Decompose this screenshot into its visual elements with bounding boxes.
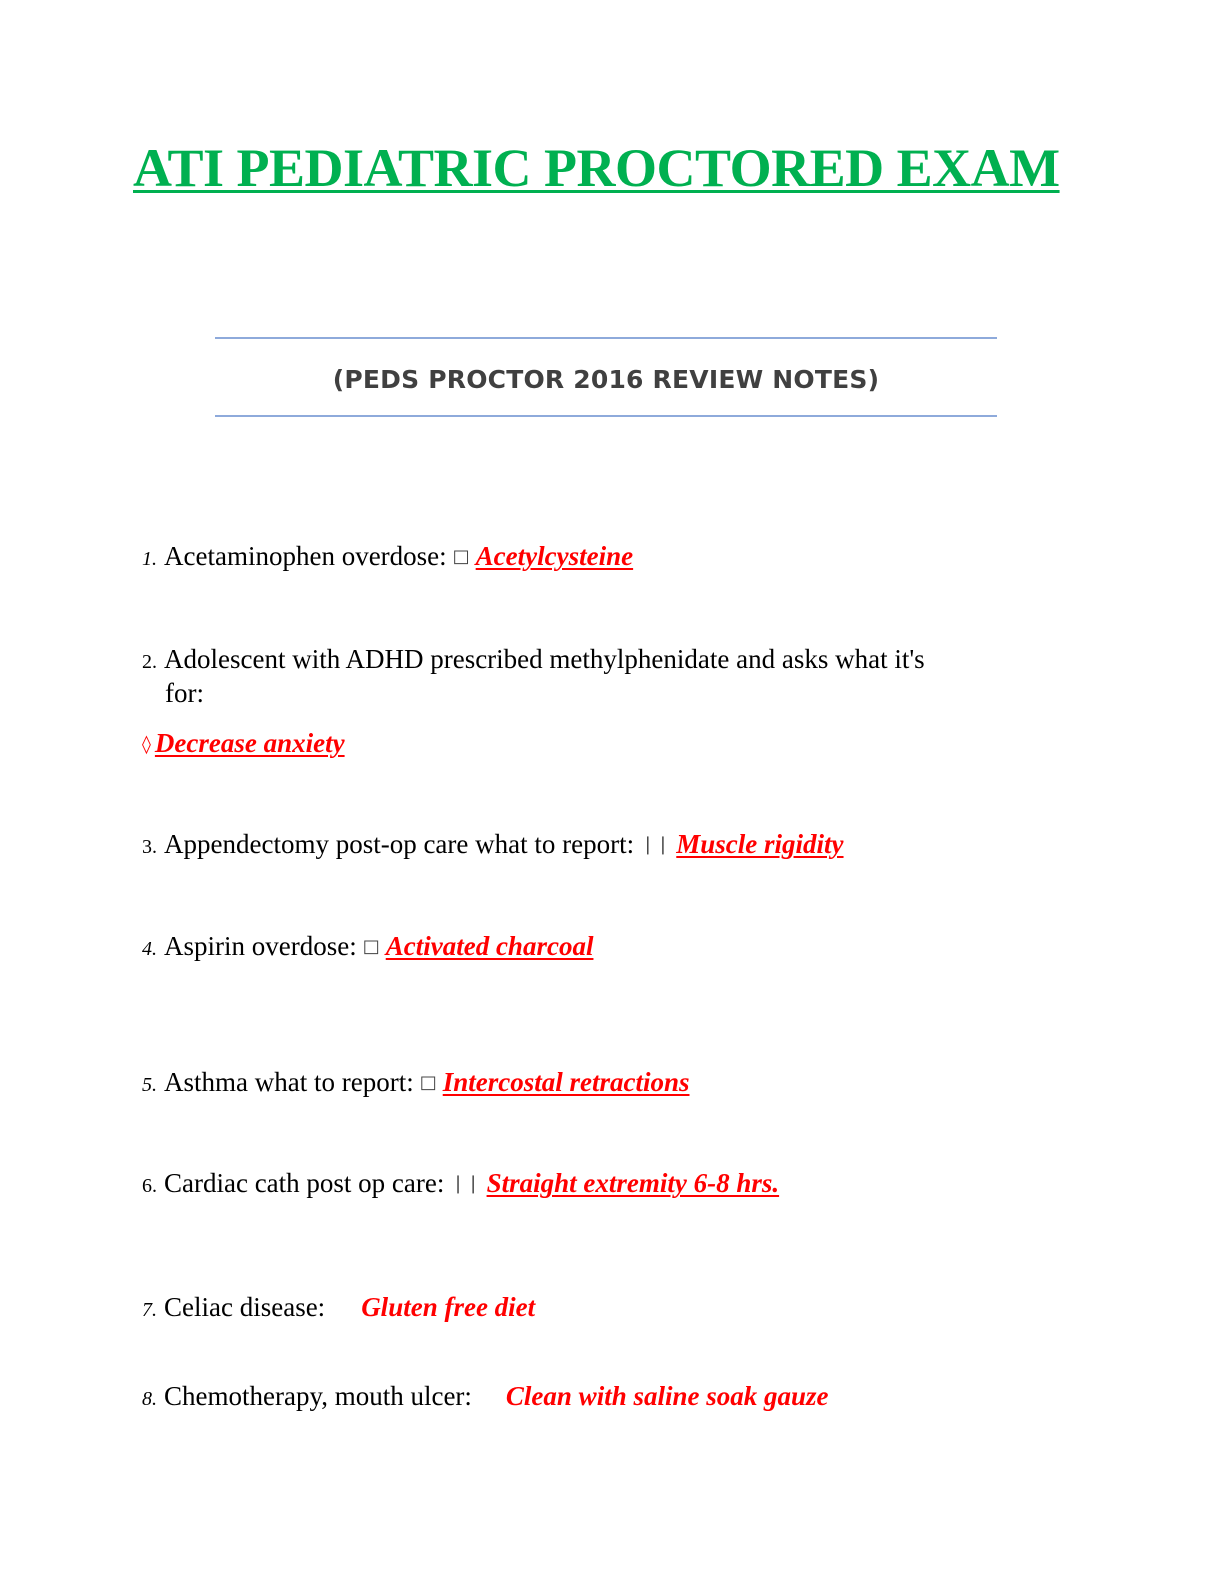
item-question: Aspirin overdose: — [164, 931, 357, 961]
arrow-icon: □ — [419, 1072, 437, 1093]
arrow-icon: □ — [362, 936, 380, 957]
item-question: Cardiac cath post op care: — [164, 1168, 445, 1198]
item-number: 2. — [142, 651, 157, 673]
list-item-7: 7. Celiac disease: Gluten free diet — [142, 1290, 535, 1327]
list-item-5: 5. Asthma what to report:□Intercostal ret… — [142, 1065, 690, 1103]
item-number: 3. — [142, 836, 157, 858]
item-number: 1. — [142, 548, 157, 570]
list-item-6: 6. Cardiac cath post op care:❘❘Straight e… — [142, 1166, 779, 1204]
item-number: 5. — [142, 1074, 157, 1096]
list-item-2-answer: ◊Decrease anxiety — [142, 726, 345, 764]
item-number: 7. — [142, 1299, 157, 1321]
item-question: Chemotherapy, mouth ulcer: — [164, 1381, 472, 1411]
item-answer: Muscle rigidity — [676, 829, 844, 859]
item-answer: Activated charcoal — [385, 931, 594, 961]
item-answer: Acetylcysteine — [475, 541, 634, 571]
list-item-4: 4. Aspirin overdose:□Activated charcoal — [142, 929, 593, 967]
page-title: ATI PEDIATRIC PROCTORED EXAM — [133, 138, 1060, 198]
diamond-icon: ◊ — [142, 734, 151, 755]
arrow-icon: □ — [452, 546, 470, 567]
item-number: 6. — [142, 1175, 157, 1197]
arrow-icon: ❘❘ — [640, 834, 671, 855]
item-number: 8. — [142, 1388, 157, 1410]
item-number: 4. — [142, 938, 157, 960]
item-question: Celiac disease: — [164, 1292, 326, 1322]
item-question-continuation: for: — [165, 678, 204, 708]
list-item-8: 8. Chemotherapy, mouth ulcer: Clean with s… — [142, 1379, 829, 1416]
item-answer: Decrease anxiety — [154, 728, 345, 758]
list-item-1: 1. Acetaminophen overdose:□Acetylcysteine — [142, 539, 633, 577]
list-item-2: 2. Adolescent with ADHD prescribed methyl… — [142, 642, 925, 679]
item-answer: Gluten free diet — [361, 1292, 536, 1322]
divider-top — [215, 337, 997, 339]
arrow-icon: ❘❘ — [450, 1173, 481, 1194]
item-question: Acetaminophen overdose: — [164, 541, 447, 571]
item-answer: Intercostal retractions — [442, 1067, 690, 1097]
item-answer: Clean with saline soak gauze — [505, 1381, 829, 1411]
item-question: Asthma what to report: — [164, 1067, 414, 1097]
item-answer: Straight extremity 6-8 hrs. — [486, 1168, 780, 1198]
item-question: Adolescent with ADHD prescribed methylph… — [164, 644, 925, 674]
divider-bottom — [215, 415, 997, 417]
item-question: Appendectomy post-op care what to report… — [164, 829, 635, 859]
list-item-3: 3. Appendectomy post-op care what to repo… — [142, 827, 844, 865]
subtitle: (PEDS PROCTOR 2016 REVIEW NOTES) — [332, 365, 880, 394]
